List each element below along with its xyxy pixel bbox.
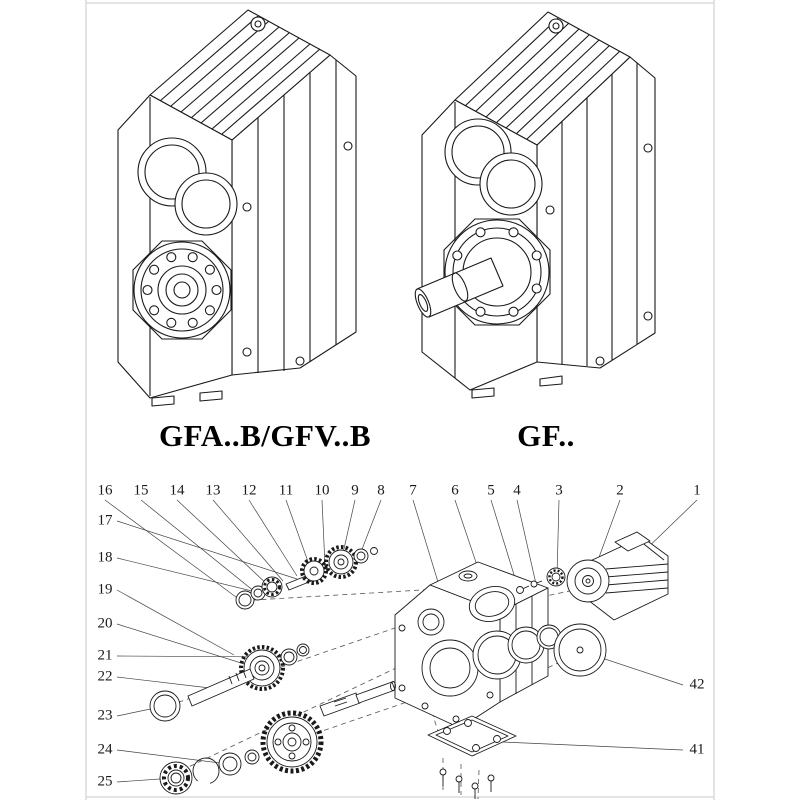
callout-41: 41 bbox=[689, 741, 705, 758]
callout-14: 14 bbox=[169, 482, 185, 499]
callout-8: 8 bbox=[377, 482, 385, 499]
output-gear-shaft-parts bbox=[260, 681, 396, 774]
model-label-left: GFA..B/GFV..B bbox=[158, 418, 372, 453]
callout-1: 1 bbox=[693, 482, 701, 499]
callout-21: 21 bbox=[97, 647, 113, 664]
motor-part bbox=[566, 531, 669, 621]
callout-5: 5 bbox=[487, 482, 495, 499]
callout-19: 19 bbox=[97, 581, 113, 598]
callout-18: 18 bbox=[97, 549, 113, 566]
exploded-view-drawing bbox=[104, 499, 698, 800]
callout-6: 6 bbox=[451, 482, 459, 499]
callout-10: 10 bbox=[314, 482, 330, 499]
callout-42: 42 bbox=[689, 676, 705, 693]
callout-11: 11 bbox=[278, 482, 294, 499]
pinion-shaft-parts bbox=[149, 668, 255, 722]
callout-17: 17 bbox=[97, 512, 113, 529]
motor-side-parts bbox=[468, 567, 607, 680]
callout-15: 15 bbox=[133, 482, 149, 499]
callout-9: 9 bbox=[351, 482, 359, 499]
callout-20: 20 bbox=[97, 615, 113, 632]
callout-22: 22 bbox=[97, 668, 113, 685]
model-label-right: GF.. bbox=[517, 418, 575, 453]
callout-7: 7 bbox=[409, 482, 417, 499]
callout-25: 25 bbox=[97, 773, 113, 790]
callout-23: 23 bbox=[97, 707, 113, 724]
callout-2: 2 bbox=[616, 482, 624, 499]
input-gear-chain-parts bbox=[235, 545, 378, 610]
callout-12: 12 bbox=[241, 482, 257, 499]
gearbox-left-drawing bbox=[117, 9, 357, 407]
intermediate-gear-parts bbox=[239, 643, 310, 691]
callout-4: 4 bbox=[513, 482, 521, 499]
gearbox-right-drawing bbox=[414, 11, 656, 399]
bearing-row-parts bbox=[159, 749, 260, 795]
callout-13: 13 bbox=[205, 482, 221, 499]
callout-16: 16 bbox=[97, 482, 113, 499]
page-edge-lines bbox=[85, 0, 715, 800]
flange-plate-parts bbox=[427, 715, 517, 799]
callout-24: 24 bbox=[97, 741, 113, 758]
callout-3: 3 bbox=[555, 482, 563, 499]
